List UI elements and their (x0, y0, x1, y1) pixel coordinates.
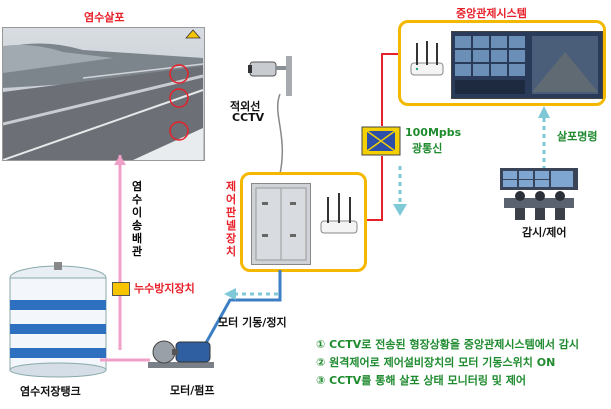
ir-cctv-label-line1: 적외선 (230, 100, 261, 113)
step-2: ② 원격제어로 제어설비장치의 모터 기동스위치 ON (316, 356, 556, 369)
brine-pipe (114, 155, 126, 350)
steps-list: ① CCTV로 전송된 형장상황을 중앙관제시스템에서 감시 ② 원격제어로 제… (316, 336, 606, 390)
monitor-room-icon (500, 168, 578, 220)
storage-tank-label: 염수저장탱크 (20, 385, 81, 398)
motor-cable (200, 270, 282, 351)
central-title: 중앙관제시스템 (456, 7, 527, 20)
tank-to-pump-pipe (100, 358, 150, 362)
brine-pipe-label: 염수이송배관 (131, 180, 143, 258)
control-panel-box (240, 172, 367, 272)
fiber-switch-icon (361, 126, 401, 156)
pump-icon (146, 332, 216, 372)
leak-valve-icon (112, 282, 130, 296)
router-icon (409, 41, 445, 81)
fiber-label-line1: 100Mpbs (405, 126, 462, 139)
spray-command-label: 살포명령 (557, 130, 598, 143)
tank-icon (6, 260, 111, 378)
central-control-box (398, 20, 606, 106)
monitoring-screen (451, 31, 603, 99)
step-1: ① CCTV로 전송된 형장상황을 중앙관제시스템에서 감시 (316, 338, 580, 351)
road-photo (2, 27, 205, 161)
downlink-arrow (393, 166, 407, 216)
motor-pump-label: 모터/펌프 (170, 384, 215, 397)
cctv-camera-icon (246, 56, 296, 96)
control-cabinet (251, 183, 311, 265)
start-arrow (224, 288, 280, 300)
monitor-control-label: 감시/제어 (522, 226, 567, 239)
leak-prevention-label: 누수방지장치 (134, 282, 195, 295)
motor-start-stop-label: 모터 기동/정지 (218, 316, 287, 329)
fiber-line (360, 53, 398, 221)
cctv-cable (276, 94, 284, 174)
router-icon (319, 193, 359, 237)
command-arrow (538, 106, 550, 172)
control-panel-label: 제어판넬장치 (225, 180, 237, 258)
step-3: ③ CCTV를 통해 살포 상태 모니터링 및 제어 (316, 374, 526, 387)
spray-title: 염수살포 (84, 11, 125, 24)
ir-cctv-label-line2: CCTV (232, 111, 265, 124)
fiber-label-line2: 광통신 (412, 142, 443, 155)
